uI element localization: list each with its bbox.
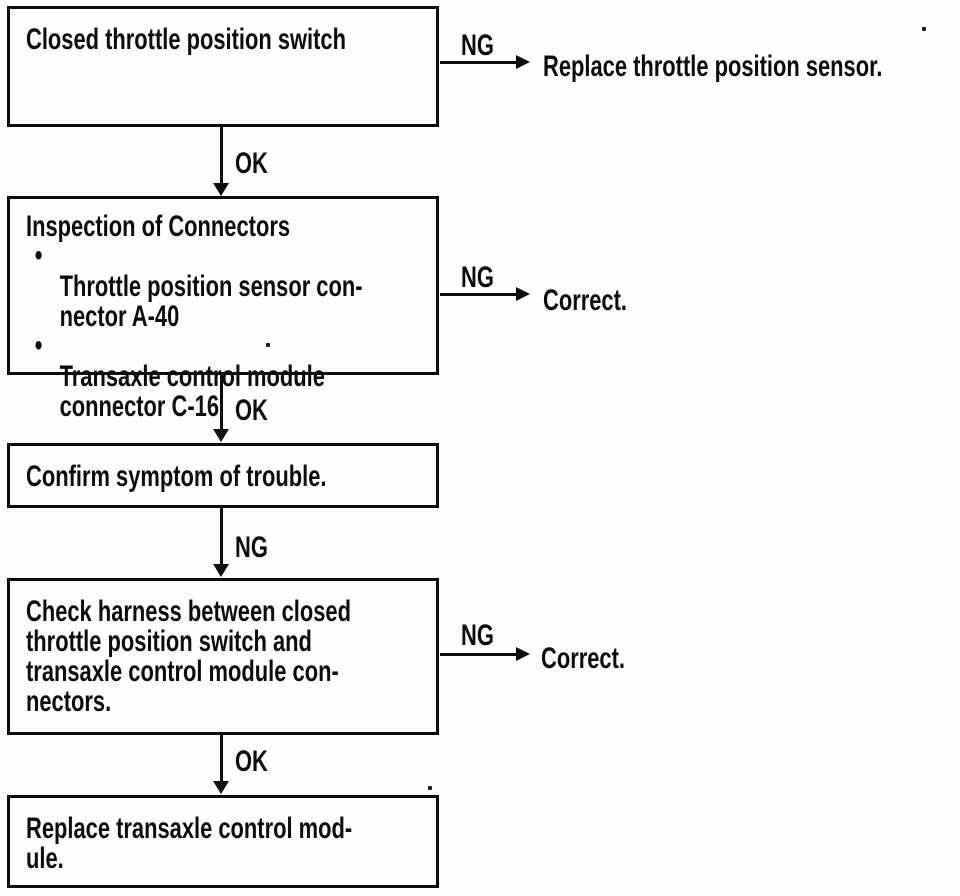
step-box-inspection-of-connectors: Inspection of Connectors • Throttle posit…	[7, 196, 439, 422]
step-box-check-harness: Check harness between closed throttle po…	[7, 578, 439, 735]
scan-speck	[428, 786, 432, 790]
connector-ok-label: OK	[235, 745, 268, 778]
branch-ng-label: NG	[461, 619, 494, 652]
branch-result-text: Correct.	[543, 284, 627, 317]
bullet-icon: •	[34, 239, 43, 272]
connector-ng-label: NG	[235, 531, 268, 564]
branch-arrow-line	[440, 653, 516, 656]
arrow-down-icon	[213, 564, 229, 577]
step-box-confirm-symptom: Confirm symptom of trouble.	[7, 443, 439, 508]
arrow-down-icon	[213, 429, 229, 442]
list-item: • Transaxle control module connector C-16	[26, 329, 363, 423]
branch-ng-label: NG	[461, 261, 494, 294]
step-box-replace-module: Replace transaxle control mod- ule.	[7, 795, 439, 888]
connector-line	[220, 735, 223, 783]
list-item: • Throttle position sensor con- nector A-…	[26, 239, 363, 333]
connector-ok-label: OK	[235, 394, 268, 427]
arrow-down-icon	[213, 781, 229, 794]
arrow-right-icon	[516, 647, 530, 661]
scan-speck	[922, 27, 926, 31]
step-box-text: Confirm symptom of trouble.	[26, 460, 327, 493]
arrow-right-icon	[516, 55, 530, 69]
connector-line	[220, 508, 223, 565]
branch-result-text: Correct.	[541, 642, 625, 675]
connector-line	[220, 127, 223, 185]
connector-line	[220, 375, 223, 431]
connector-ok-label: OK	[235, 147, 268, 180]
step-box-closed-throttle-position-switch: Closed throttle position switch	[7, 6, 439, 127]
arrow-down-icon	[213, 183, 229, 196]
step-box-text: Closed throttle position switch	[26, 23, 346, 56]
branch-result-text: Replace throttle position sensor.	[543, 50, 883, 83]
step-box-text: Check harness between closed throttle po…	[26, 595, 351, 718]
step-box-title: Inspection of Connectors	[26, 210, 291, 243]
step-box-content: Inspection of Connectors • Throttle posit…	[26, 212, 363, 422]
list-item-text: Transaxle control module connector C-16	[59, 360, 325, 423]
list-item-text: Throttle position sensor con- nector A-4…	[59, 270, 363, 333]
step-box-text: Replace transaxle control mod- ule.	[26, 812, 353, 875]
branch-ng-label: NG	[461, 29, 494, 62]
bullet-icon: •	[34, 329, 43, 362]
scan-speck	[266, 343, 270, 347]
branch-arrow-line	[440, 61, 516, 64]
branch-arrow-line	[440, 293, 516, 296]
arrow-right-icon	[516, 287, 530, 301]
